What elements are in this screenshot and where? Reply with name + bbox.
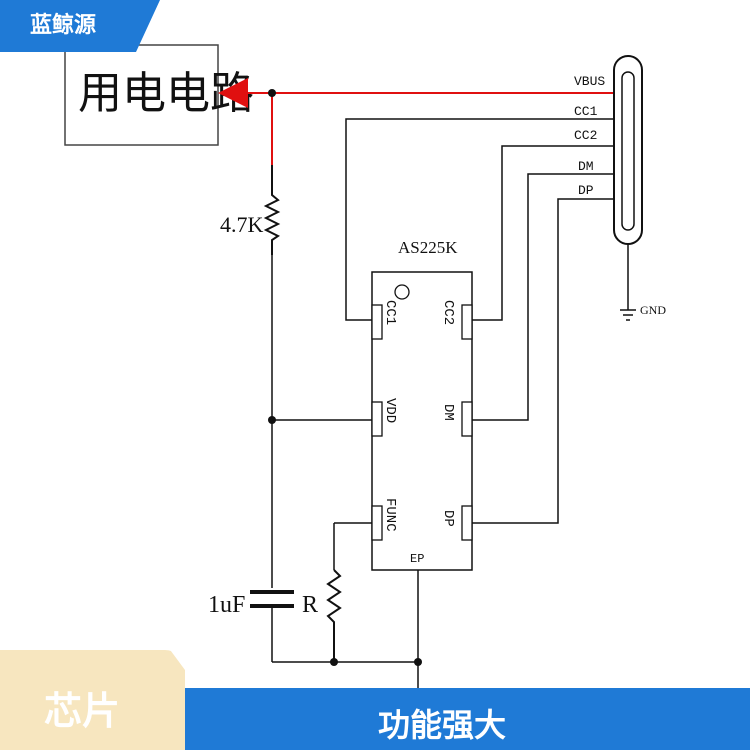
cc2-wire [472, 145, 618, 321]
chip-name: AS225K [398, 238, 458, 257]
pad-dp [461, 505, 473, 541]
junction-dot [268, 89, 276, 97]
pin-label-cc1: CC1 [382, 300, 398, 325]
pin-dp-label: DP [578, 183, 594, 198]
resistor-r [326, 569, 342, 662]
pad-vdd [371, 401, 383, 437]
pin-dm-label: DM [578, 159, 594, 174]
dp-wire [472, 198, 618, 524]
chip-body [371, 271, 473, 571]
resistor-r-label: R [302, 592, 318, 618]
capacitor-value-label: 1uF [208, 592, 245, 618]
pin1-marker [394, 284, 410, 300]
resistor-value-label: 4.7K [220, 212, 264, 237]
pin-label-dm: DM [440, 404, 456, 421]
gnd-label: GND [640, 303, 666, 317]
load-box [64, 44, 219, 146]
pin-vbus-label: VBUS [574, 74, 605, 89]
pin-label-vdd: VDD [382, 398, 398, 423]
usb-connector-inner [621, 71, 635, 231]
ep-label: EP [410, 552, 424, 566]
ground-junction-r [330, 658, 338, 666]
pin-cc1-label: CC1 [574, 104, 598, 119]
pin-label-dp: DP [440, 510, 456, 527]
pad-cc2 [461, 304, 473, 340]
pin-cc2-label: CC2 [574, 128, 597, 143]
pad-dm [461, 401, 473, 437]
pin-label-cc2: CC2 [440, 300, 456, 325]
resistor-4-7k [263, 165, 281, 255]
brand-logo: 蓝鲸源 [0, 0, 160, 52]
pad-func [371, 505, 383, 541]
footer-slogan: 功能强大 [378, 706, 507, 744]
pad-cc1 [371, 304, 383, 340]
arrow-head [218, 78, 248, 108]
pin-label-func: FUNC [382, 498, 398, 532]
cc1-wire [345, 118, 618, 321]
dm-wire [472, 173, 618, 421]
footer-tag-badge [0, 650, 185, 750]
footer-tag-text: 芯片 [44, 689, 121, 733]
